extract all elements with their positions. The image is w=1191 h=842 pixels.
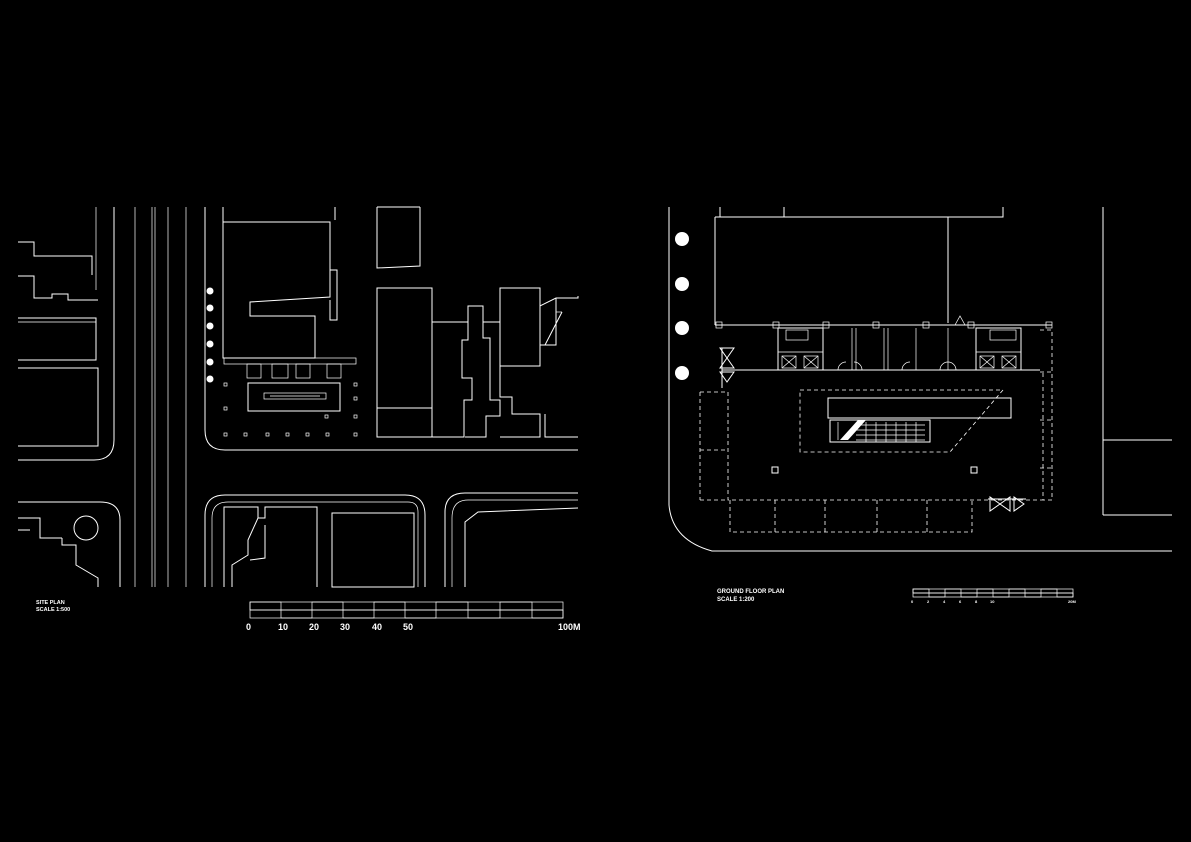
gfp-scale-label-4: 4 (943, 599, 946, 604)
gfp-revolving-doors (719, 347, 1026, 512)
site-plan: SITE PLAN SCALE 1:500 0 10 20 30 40 50 1… (18, 206, 581, 632)
scale-label-20: 20 (309, 622, 319, 632)
scale-label-100m: 100M (558, 622, 581, 632)
gfp-street-edge (668, 207, 1172, 552)
site-plan-title-block: SITE PLAN SCALE 1:500 (36, 600, 70, 613)
west-buildings (18, 207, 99, 587)
site-block (204, 207, 578, 587)
gfp-canopy-outline (699, 329, 1053, 533)
site-plan-scale: SCALE 1:500 (36, 607, 70, 613)
scale-label-0: 0 (246, 622, 251, 632)
gfp-scale-label-10: 10 (990, 599, 995, 604)
gfp-title-block: GROUND FLOOR PLAN SCALE 1:200 (717, 589, 784, 603)
gfp-scale-bar: 0 2 4 6 8 10 20M (911, 588, 1076, 604)
ground-floor-plan: GROUND FLOOR PLAN SCALE 1:200 0 2 4 6 8 … (668, 207, 1172, 604)
scale-label-40: 40 (372, 622, 382, 632)
gfp-scale-label-2: 2 (927, 599, 930, 604)
gfp-scale-label-0: 0 (911, 599, 914, 604)
gfp-scale-label-8: 8 (975, 599, 978, 604)
east-buildings (376, 287, 579, 438)
gfp-title: GROUND FLOOR PLAN (717, 589, 784, 595)
gfp-columns (771, 466, 978, 474)
gfp-scale-label-6: 6 (959, 599, 962, 604)
site-plan-title: SITE PLAN (36, 600, 65, 606)
gfp-adjacent-building (714, 207, 1004, 325)
gfp-scale: SCALE 1:200 (717, 597, 755, 603)
site-building (223, 357, 358, 437)
scale-label-30: 30 (340, 622, 350, 632)
gfp-scale-label-20m: 20M (1068, 599, 1076, 604)
street-trees (206, 287, 214, 383)
north-buildings (222, 206, 421, 359)
scale-label-10: 10 (278, 622, 288, 632)
gfp-core (715, 315, 1053, 371)
scale-label-50: 50 (403, 622, 413, 632)
gfp-trees (675, 232, 689, 380)
site-plan-scale-bar: 0 10 20 30 40 50 100M (246, 601, 581, 632)
main-road (18, 207, 187, 587)
south-buildings (223, 506, 579, 588)
gfp-atrium (799, 389, 1012, 453)
